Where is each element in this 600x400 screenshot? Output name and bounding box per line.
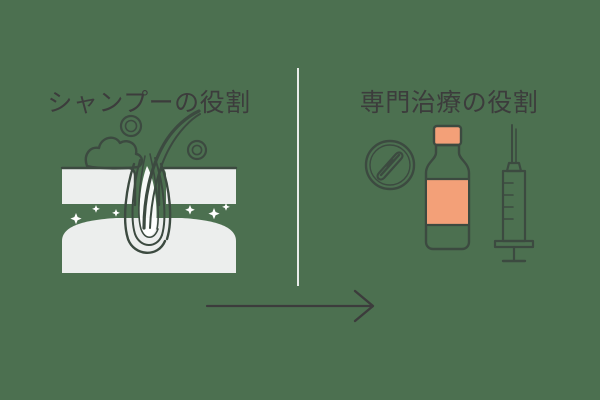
panel-title-treatment: 専門治療の役割 — [359, 87, 539, 117]
hair-follicle-sheath-left — [138, 155, 159, 239]
sparkle — [92, 205, 100, 213]
bubble — [191, 144, 203, 156]
syringe-flange — [493, 239, 535, 249]
bottle-body-outline — [424, 143, 471, 251]
sparkle — [185, 205, 195, 215]
hair-follicle-inner-left — [131, 159, 163, 246]
pill-capsule-divider — [386, 159, 394, 167]
progress-arrow — [205, 288, 385, 324]
pill-circle-inner — [369, 144, 411, 186]
epidermis-layer-left — [62, 168, 134, 204]
bottle-cap — [432, 124, 463, 147]
bubble — [186, 139, 208, 161]
sparkle — [208, 208, 220, 220]
hair-shaft-inner — [149, 113, 201, 229]
bubble — [119, 114, 143, 138]
panel-divider — [297, 68, 299, 286]
bubble — [124, 119, 138, 133]
sparkle — [112, 209, 120, 217]
syringe-hub — [505, 161, 523, 173]
pill-circle-outer — [364, 139, 416, 191]
syringe-barrel — [501, 169, 527, 243]
panel-shampoo: シャンプーの役割 — [0, 0, 298, 400]
arrow-head-icon — [353, 289, 375, 323]
medication-svg — [364, 124, 535, 263]
lather-foam — [84, 136, 144, 170]
hair-follicle-sheath-right — [149, 153, 159, 230]
pill-capsule-body — [376, 151, 404, 181]
panel-title-shampoo: シャンプーの役割 — [47, 87, 251, 117]
hair-follicle-outer-right — [159, 162, 172, 241]
panel-treatment: 専門治療の役割 — [298, 0, 600, 400]
bottle-label — [427, 179, 468, 225]
hair-shaft-outer — [142, 109, 201, 230]
hair-follicle-inner-right — [154, 157, 166, 236]
sparkle-group — [70, 203, 230, 225]
epidermis-layer-right — [160, 168, 236, 204]
hair-follicle-outer-left — [123, 162, 167, 254]
pill-circle-icon — [364, 139, 416, 191]
pill-capsule — [379, 153, 401, 177]
hair-follicle-svg — [60, 109, 238, 273]
medicine-bottle — [424, 124, 471, 251]
arrow-svg — [205, 289, 375, 323]
syringe — [493, 124, 535, 263]
sparkle — [222, 203, 230, 211]
illustration-hair-follicle — [0, 108, 298, 273]
sparkle — [70, 213, 82, 225]
illustration-medication — [298, 118, 600, 268]
bubble-group — [119, 114, 208, 161]
